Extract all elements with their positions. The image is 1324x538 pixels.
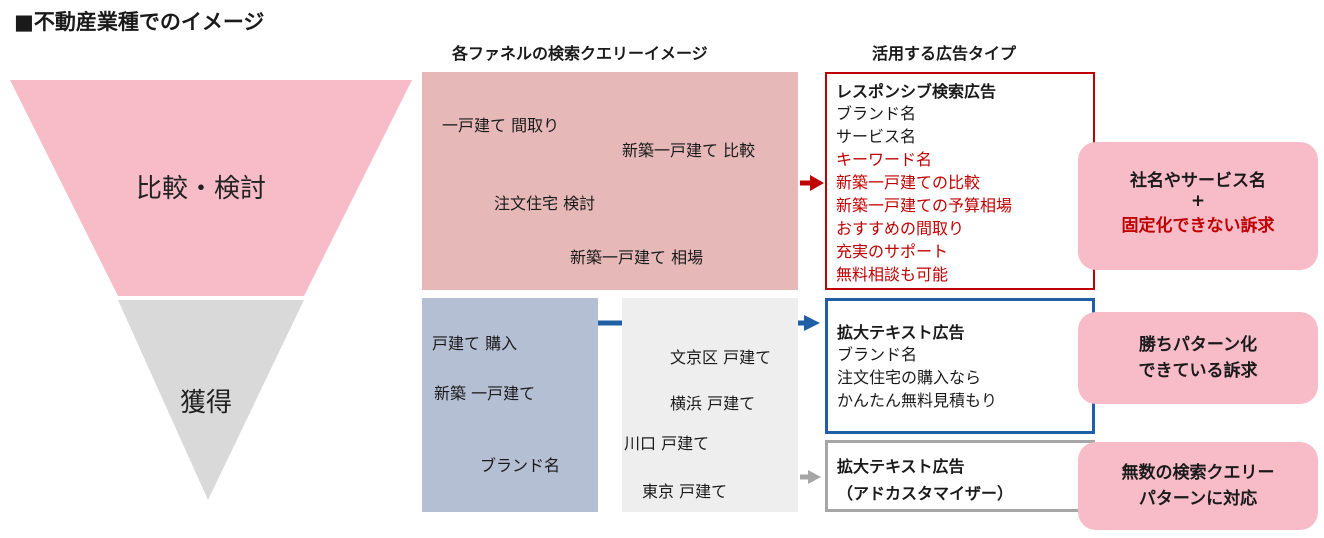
ad1-line: キーワード名 [836,150,933,169]
ad3-title: 拡大テキスト広告 [837,457,965,476]
callout1-line: 社名やサービス名 [1130,171,1266,191]
callout3-line: 無数の検索クエリー [1121,463,1275,483]
arrow-red-head [810,175,824,191]
ad3-subtitle: （アドカスタマイザー） [837,484,1014,503]
query-item: 新築一戸建て 比較 [622,141,756,160]
callout-variable-message: 社名やサービス名 + 固定化できない訴求 [1078,142,1318,270]
ad1-line: サービス名 [836,127,917,146]
funnel-top-segment [10,80,412,296]
acquire-brand-query-panel: 戸建て 購入 新築 一戸建て ブランド名 [422,298,598,512]
callout1-plus: + [1190,191,1206,211]
stage-consider-label: 比較・検討 [136,174,267,204]
ad1-title: レスポンシブ検索広告 [836,82,997,101]
funnel-bottom-segment [118,300,304,500]
ad1-line: 充実のサポート [836,242,949,261]
stage-acquire-label: 獲得 [180,388,233,418]
queries-header: 各ファネルの検索クエリーイメージ [452,44,708,63]
callout2-line: できている訴求 [1138,361,1258,381]
ad2-line: 注文住宅の購入なら [837,368,982,387]
ad2-line: ブランド名 [837,345,918,364]
ad1-line: 新築一戸建ての予算相場 [836,196,1013,215]
query-item: 東京 戸建て [642,482,728,501]
callout1-line: 固定化できない訴求 [1121,216,1275,236]
consider-query-panel: 一戸建て 間取り 新築一戸建て 比較 注文住宅 検討 新築一戸建て 相場 [422,72,798,290]
ad1-line: おすすめの間取り [836,219,965,238]
query-item: 川口 戸建て [624,434,710,453]
ad2-title: 拡大テキスト広告 [837,323,965,342]
query-item: 新築 一戸建て [434,384,536,403]
callout2-line: 勝ちパターン化 [1138,335,1258,355]
query-item: 注文住宅 検討 [494,194,596,213]
ad-types-header: 活用する広告タイプ [872,44,1017,63]
query-item: 戸建て 購入 [432,334,518,353]
page-title: ■不動産業種でのイメージ [14,10,265,34]
arrow-blue-head [804,315,820,331]
acquire-area-query-panel: 文京区 戸建て 横浜 戸建て 川口 戸建て 東京 戸建て [622,298,798,512]
query-item: 一戸建て 間取り [442,116,560,135]
ad1-line: 無料相談も可能 [836,265,949,284]
query-item: 文京区 戸建て [670,348,772,367]
ad-responsive-search: レスポンシブ検索広告 ブランド名 サービス名 キーワード名 新築一戸建ての比較 … [825,72,1095,290]
ad1-line: 新築一戸建ての比較 [836,173,981,192]
arrow-gray-head [808,470,821,484]
ad-expanded-text: 拡大テキスト広告 ブランド名 注文住宅の購入なら かんたん無料見積もり [825,298,1095,434]
query-item: 新築一戸建て 相場 [570,248,704,267]
callout3-line: パターンに対応 [1138,489,1258,509]
query-item: 横浜 戸建て [670,394,756,413]
ad2-line: かんたん無料見積もり [837,391,998,410]
callout-query-patterns: 無数の検索クエリー パターンに対応 [1078,442,1318,530]
ad-expanded-text-customizer: 拡大テキスト広告 （アドカスタマイザー） [825,440,1095,512]
ad1-line: ブランド名 [836,104,917,123]
callout-winning-pattern: 勝ちパターン化 できている訴求 [1078,312,1318,404]
query-item: ブランド名 [480,456,561,475]
